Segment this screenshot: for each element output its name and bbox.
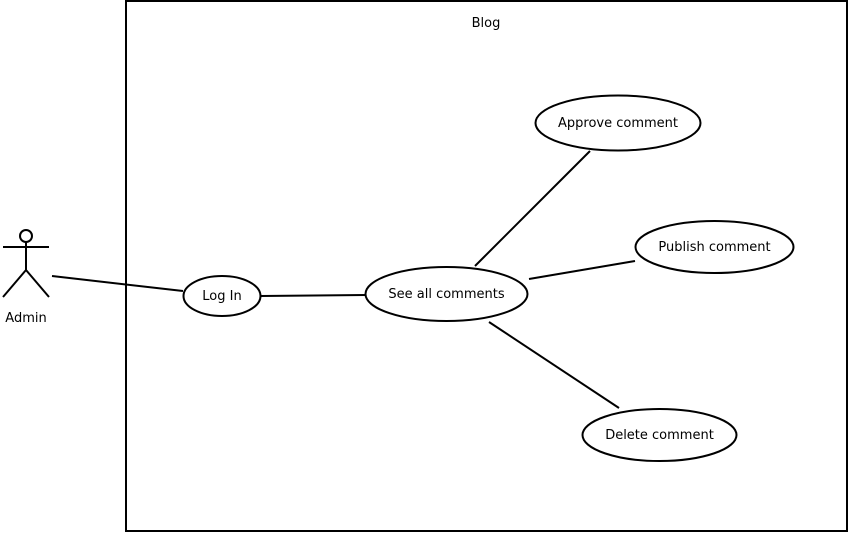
use-case-delete-comment[interactable]: Delete comment [581, 408, 738, 462]
use-case-publish-comment[interactable]: Publish comment [634, 220, 795, 274]
use-case-label: See all comments [388, 287, 504, 302]
association-see-all-publish [528, 260, 636, 280]
use-case-approve-comment[interactable]: Approve comment [534, 94, 702, 152]
association-login-see-all [260, 294, 367, 297]
actor-admin[interactable]: Admin [2, 229, 50, 326]
use-case-shape [634, 220, 795, 274]
use-case-shape [182, 275, 262, 317]
association-see-all-approve [474, 150, 591, 267]
actor-head [19, 229, 33, 243]
use-case-label: Publish comment [658, 240, 770, 255]
association-see-all-delete [488, 321, 620, 409]
use-case-shape [364, 266, 529, 322]
use-case-log-in[interactable]: Log In [182, 275, 262, 317]
use-case-label: Delete comment [605, 428, 714, 443]
actor-label: Admin [5, 311, 46, 326]
system-title: Blog [472, 16, 501, 31]
use-case-shape [581, 408, 738, 462]
use-case-label: Approve comment [558, 116, 678, 131]
actor-left-leg [2, 269, 27, 298]
use-case-see-all-comments[interactable]: See all comments [364, 266, 529, 322]
association-admin-login [51, 275, 184, 292]
use-case-label: Log In [202, 289, 241, 304]
use-case-shape [534, 94, 702, 152]
actor-right-leg [25, 269, 50, 298]
